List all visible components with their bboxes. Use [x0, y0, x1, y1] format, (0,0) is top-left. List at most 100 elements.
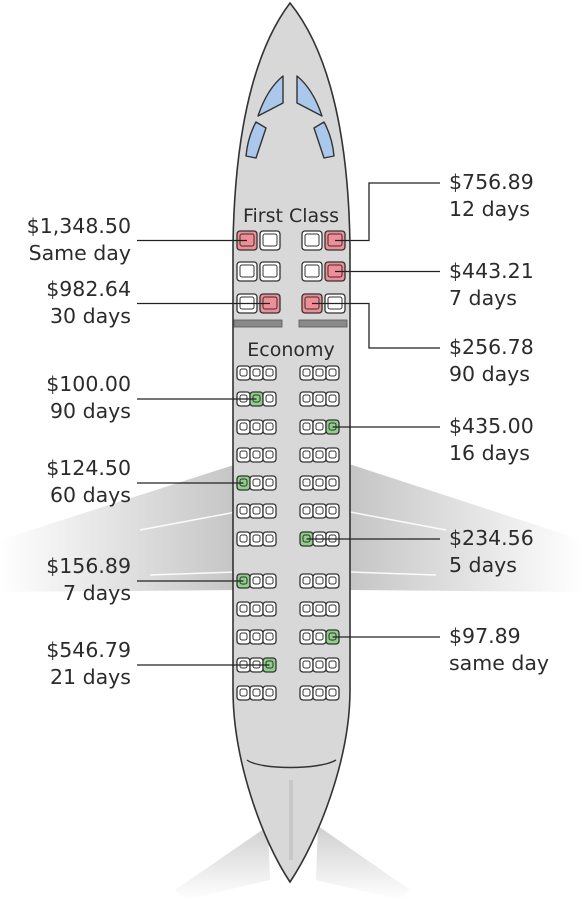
fare-price: $435.00: [449, 414, 534, 438]
economy-seat: [262, 531, 277, 547]
booking-lead-time: same day: [449, 651, 550, 675]
economy-seat: [249, 447, 264, 463]
economy-seat: [236, 365, 251, 381]
left-wing: [0, 463, 240, 592]
economy-seat: [325, 391, 340, 407]
economy-seat: [312, 573, 327, 589]
economy-seat: [325, 475, 340, 491]
booking-lead-time: 30 days: [50, 303, 131, 328]
economy-seat: [262, 573, 277, 589]
divider-right: [298, 319, 348, 328]
economy-seat: [262, 419, 277, 435]
fare-label: $156.89 7 days: [46, 553, 131, 607]
economy-seat: [249, 573, 264, 589]
economy-seat: [236, 419, 251, 435]
economy-seat: [236, 503, 251, 519]
economy-seat: [312, 503, 327, 519]
economy-seat: [262, 391, 277, 407]
economy-seat: [236, 601, 251, 617]
economy-seat: [325, 685, 340, 701]
economy-seat: [249, 475, 264, 491]
economy-seat: [299, 419, 314, 435]
fare-price: $756.89: [449, 170, 534, 194]
fare-label: $756.89 12 days: [449, 169, 534, 223]
fare-price: $234.56: [449, 526, 534, 550]
booking-lead-time: 12 days: [449, 197, 530, 221]
economy-seat: [312, 365, 327, 381]
economy-seat: [249, 365, 264, 381]
fare-price: $256.78: [449, 335, 534, 359]
economy-seat: [236, 447, 251, 463]
fare-label: $546.79 21 days: [46, 637, 131, 691]
left-tail: [175, 826, 270, 900]
economy-seat: [299, 629, 314, 645]
booking-lead-time: Same day: [28, 240, 131, 265]
economy-seat: [299, 601, 314, 617]
economy-seat: [262, 365, 277, 381]
economy-seat: [325, 573, 340, 589]
divider-left: [233, 319, 283, 328]
fare-price: $156.89: [46, 554, 131, 578]
economy-seat: [299, 573, 314, 589]
fare-price: $443.21: [449, 258, 534, 283]
leader-lines: [137, 182, 440, 666]
booking-lead-time: 5 days: [449, 553, 517, 577]
economy-seat: [299, 657, 314, 673]
economy-seat: [325, 601, 340, 617]
first-class-seat: [301, 261, 323, 282]
leader-line: [335, 182, 440, 242]
fare-label: $124.50 60 days: [46, 455, 131, 509]
fare-price: $100.00: [46, 372, 131, 396]
economy-seat: [262, 475, 277, 491]
economy-seat: [312, 657, 327, 673]
fare-price: $1,348.50: [26, 213, 131, 238]
economy-seat: [299, 475, 314, 491]
economy-seat: [262, 629, 277, 645]
economy-seat: [262, 447, 277, 463]
booking-lead-time: 7 days: [449, 285, 517, 310]
economy-seat: [312, 685, 327, 701]
economy-seat: [325, 447, 340, 463]
fare-price: $124.50: [46, 456, 131, 480]
economy-seat: [312, 629, 327, 645]
economy-seat: [299, 365, 314, 381]
leader-line: [312, 302, 440, 349]
economy-seat: [299, 685, 314, 701]
economy-seat: [325, 503, 340, 519]
first-class-seat: [236, 261, 258, 282]
economy-seat: [312, 601, 327, 617]
economy-seat: [262, 601, 277, 617]
economy-seat: [312, 447, 327, 463]
economy-seat: [236, 531, 251, 547]
economy-seat: [312, 419, 327, 435]
economy-seat: [325, 657, 340, 673]
economy-seat: [299, 503, 314, 519]
fare-label: $234.56 5 days: [449, 525, 534, 579]
cockpit-windows: [245, 75, 335, 159]
economy-seat: [236, 685, 251, 701]
economy-seat: [249, 419, 264, 435]
first-class-seat: [301, 230, 323, 251]
economy-seat: [249, 629, 264, 645]
economy-seat: [249, 685, 264, 701]
economy-seat: [236, 629, 251, 645]
booking-lead-time: 7 days: [63, 581, 131, 605]
economy-seat: [249, 601, 264, 617]
fare-price: $546.79: [46, 638, 131, 662]
booking-lead-time: 21 days: [50, 665, 131, 689]
economy-seat: [249, 503, 264, 519]
right-tail: [316, 826, 410, 900]
economy-seat: [299, 391, 314, 407]
booking-lead-time: 60 days: [50, 483, 131, 507]
first-class-seat: [259, 261, 281, 282]
first-class-seat: [259, 230, 281, 251]
economy-label: Economy: [247, 339, 335, 361]
